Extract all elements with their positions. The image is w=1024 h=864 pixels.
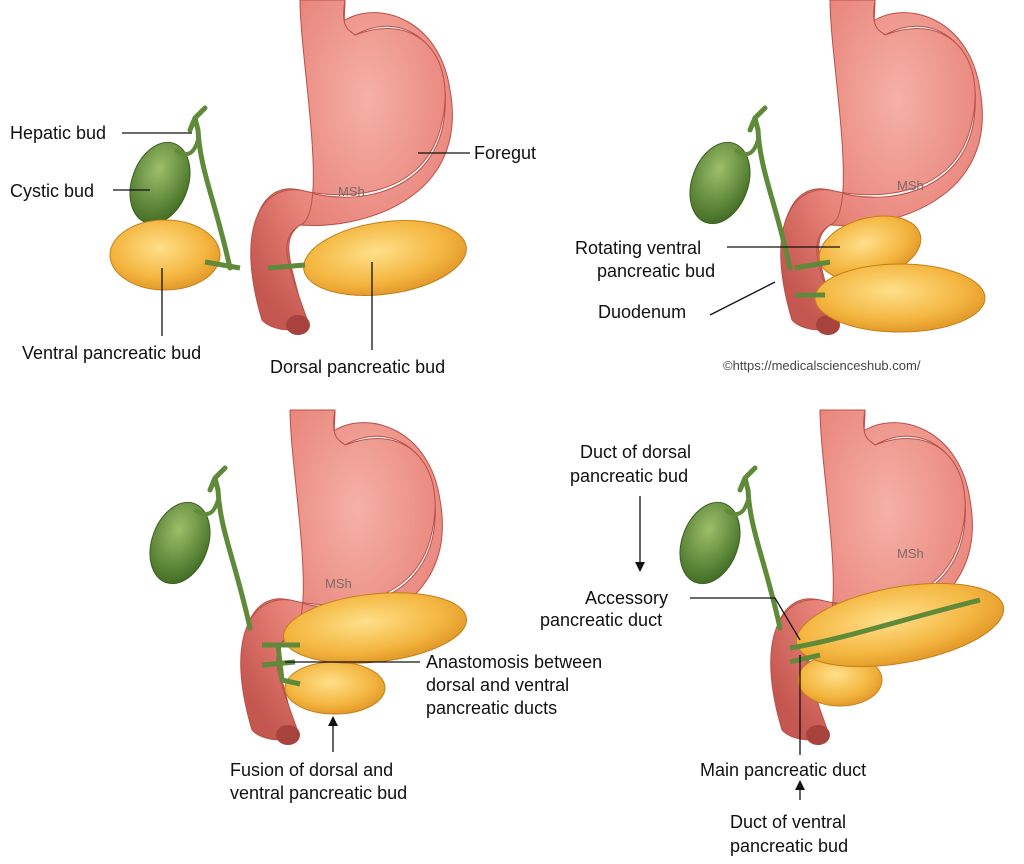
label-anastomosis-2: dorsal and ventral <box>426 675 569 695</box>
label-accessory-2: pancreatic duct <box>540 610 662 630</box>
label-ventral-duct-2: pancreatic bud <box>730 836 848 856</box>
label-accessory-1: Accessory <box>585 588 668 608</box>
panel-3-fusion: MSh Anastomosis between dorsal and ventr… <box>139 409 602 803</box>
label-fusion-1: Fusion of dorsal and <box>230 760 393 780</box>
label-main-duct: Main pancreatic duct <box>700 760 866 780</box>
label-duodenum: Duodenum <box>598 302 686 322</box>
label-dorsal-duct-2: pancreatic bud <box>570 466 688 486</box>
label-hepatic-bud: Hepatic bud <box>10 123 106 143</box>
label-anastomosis-1: Anastomosis between <box>426 652 602 672</box>
label-rotating-1: Rotating ventral <box>575 238 701 258</box>
watermark: MSh <box>897 178 924 193</box>
dorsal-pancreas <box>814 263 986 333</box>
ducts <box>204 259 306 271</box>
panel-2-rotation: MSh Rotating ventral pancreatic bud Duod… <box>575 0 986 373</box>
label-ventral-duct-1: Duct of ventral <box>730 812 846 832</box>
ventral-pancreas <box>284 661 386 715</box>
ventral-pancreas <box>109 219 221 291</box>
label-anastomosis-3: pancreatic ducts <box>426 698 557 718</box>
panel-4-adult-ducts: MSh Duct of dorsal pancreatic bud Access… <box>540 409 1005 856</box>
pancreas <box>795 582 1005 668</box>
copyright: ©https://medicalscienceshub.com/ <box>723 358 921 373</box>
watermark: MSh <box>325 576 352 591</box>
label-dorsal-duct-1: Duct of dorsal <box>580 442 691 462</box>
label-dorsal-bud: Dorsal pancreatic bud <box>270 357 445 377</box>
watermark: MSh <box>897 546 924 561</box>
label-ventral-bud: Ventral pancreatic bud <box>22 343 201 363</box>
label-cystic-bud: Cystic bud <box>10 181 94 201</box>
dorsal-pancreas <box>303 220 467 296</box>
watermark: MSh <box>338 184 365 199</box>
label-rotating-2: pancreatic bud <box>597 261 715 281</box>
panel-1-early-buds: MSh Hepatic bud Cystic bud Foregut Ventr… <box>10 0 536 377</box>
label-fusion-2: ventral pancreatic bud <box>230 783 407 803</box>
label-foregut: Foregut <box>474 143 536 163</box>
